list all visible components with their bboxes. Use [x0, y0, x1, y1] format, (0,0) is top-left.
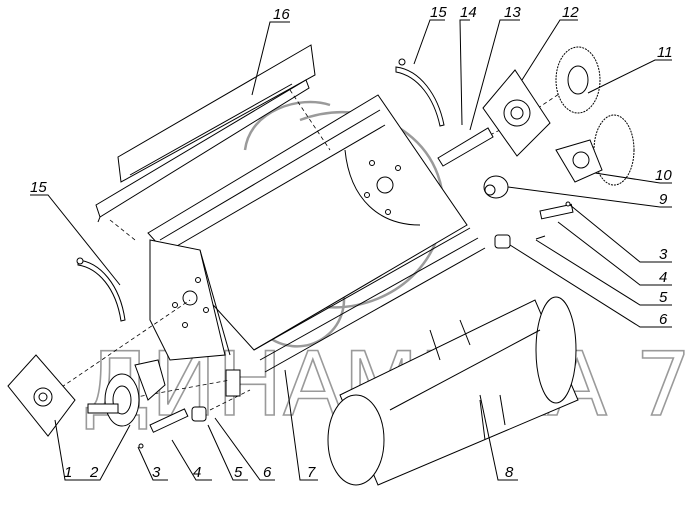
part-1-bearing-plate [7, 354, 76, 437]
callout-6-upper: 6 [659, 311, 668, 328]
part-16-cover-panel [95, 44, 316, 223]
callout-1: 1 [64, 464, 72, 481]
part-8-rotor-drum [327, 296, 579, 486]
callout-6: 6 [263, 464, 272, 481]
leader-lines [30, 19, 672, 481]
part-10-sprocket-flange [555, 114, 635, 186]
callout-5-upper: 5 [659, 289, 668, 306]
part-15-guard-right [395, 58, 445, 127]
callout-16: 16 [273, 6, 290, 23]
callout-15-right: 15 [430, 4, 447, 21]
parts-3-6-lower [138, 406, 207, 449]
callout-4-upper: 4 [659, 269, 667, 286]
callout-labels: 1 2 3 4 5 6 7 8 3 4 5 6 9 10 11 12 13 14… [30, 4, 673, 481]
callout-3-upper: 3 [659, 246, 668, 263]
part-9-hub [483, 175, 509, 199]
callout-14: 14 [460, 4, 477, 21]
callout-2: 2 [89, 464, 99, 481]
callout-15-left: 15 [30, 179, 47, 196]
callout-8: 8 [505, 464, 514, 481]
part-12-flange-bearing [482, 69, 551, 157]
part-13-tube [437, 127, 494, 167]
parts-3-6-upper [494, 201, 574, 249]
part-2-sprocket-shaft [87, 359, 166, 427]
callout-13: 13 [504, 4, 521, 21]
callout-10: 10 [655, 167, 672, 184]
callout-7: 7 [307, 464, 316, 481]
part-15-guard-left [76, 257, 126, 322]
callout-11: 11 [657, 44, 673, 61]
callout-4: 4 [193, 464, 201, 481]
part-11-sprocket [555, 46, 601, 114]
callout-3: 3 [152, 464, 161, 481]
callout-9: 9 [659, 191, 668, 208]
callout-5: 5 [234, 464, 243, 481]
part-frame [147, 94, 486, 397]
callout-12: 12 [562, 4, 579, 21]
